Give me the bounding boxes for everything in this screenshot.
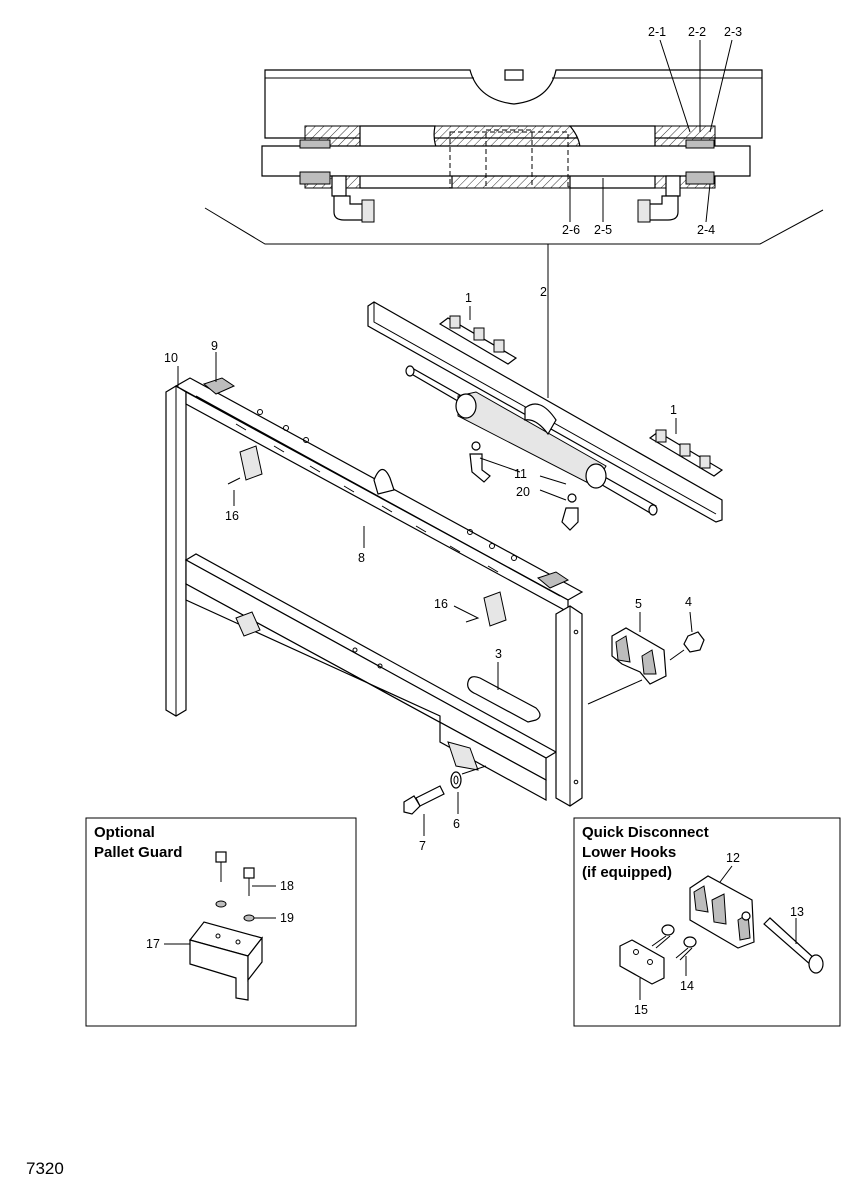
callout-leaders-2-4-2-6 <box>569 178 711 223</box>
callout-4: 4 <box>685 595 692 609</box>
item-7-bolt: 7 <box>403 785 445 853</box>
quick-disconnect-title-line1: Quick Disconnect <box>582 824 709 841</box>
callout-15: 15 <box>634 1003 648 1017</box>
callout-2-3: 2-3 <box>724 25 742 39</box>
callout-11: 11 <box>514 467 527 481</box>
wear-pad-9-right <box>536 571 570 589</box>
callout-13: 13 <box>790 905 804 919</box>
piston-core-hidden <box>485 129 533 189</box>
gland-left-bottom <box>299 171 331 185</box>
rod-end-right <box>648 504 658 516</box>
upper-rail-edge <box>373 302 717 515</box>
fitting-left <box>331 175 375 223</box>
pin-13-head <box>808 954 824 974</box>
callout-2-6: 2-6 <box>562 223 580 237</box>
screw-18-a <box>215 851 227 882</box>
washer-19-b <box>243 914 255 922</box>
side-shift-cylinder-assembly: 11 20 <box>367 301 723 531</box>
item-3-plate: 3 <box>467 647 541 723</box>
callout-14: 14 <box>680 979 694 993</box>
piston-hidden <box>449 131 569 189</box>
callout-16-left: 16 <box>225 509 239 523</box>
upper-bar-notch <box>504 69 524 81</box>
callout-7: 7 <box>419 839 426 853</box>
barrel-end-right <box>585 463 607 489</box>
leader-16-right <box>453 605 480 623</box>
figure-number: 7320 <box>26 1159 64 1178</box>
callout-19: 19 <box>280 911 294 925</box>
callout-8: 8 <box>358 551 365 565</box>
gland-right-top <box>685 139 715 149</box>
plate-15 <box>619 939 665 985</box>
callout-3: 3 <box>495 647 502 661</box>
callout-2-5: 2-5 <box>594 223 612 237</box>
callout-5: 5 <box>635 597 642 611</box>
pallet-guard-frame <box>85 817 357 1027</box>
quick-disconnect-frame <box>573 817 841 1027</box>
frame-bottom-bar-face <box>185 558 547 782</box>
pallet-guard-box: Optional Pallet Guard 18 19 17 <box>85 817 357 1027</box>
gland-left-top <box>299 139 331 149</box>
callout-2-4: 2-4 <box>697 223 715 237</box>
item-6-washer: 6 <box>450 771 462 831</box>
center-clamp <box>524 403 557 436</box>
callout-2-1: 2-1 <box>648 25 666 39</box>
pallet-guard-title-line2: Pallet Guard <box>94 844 182 861</box>
quick-disconnect-title-line3: (if equipped) <box>582 864 672 881</box>
item-5-hook: 5 <box>611 597 667 685</box>
callout-10: 10 <box>164 351 178 365</box>
clamp-1-upper: 1 <box>438 291 518 365</box>
clamp-1-lower: 1 <box>648 403 724 477</box>
callout-6: 6 <box>453 817 460 831</box>
callout-1-upper: 1 <box>465 291 472 305</box>
lower-hook-left <box>235 611 261 637</box>
pin-13 <box>763 917 817 967</box>
callout-2-2: 2-2 <box>688 25 706 39</box>
leader-washer-to-frame <box>461 765 487 775</box>
bracket-right <box>483 591 507 627</box>
callout-18: 18 <box>280 879 294 893</box>
piston-rod <box>261 145 751 177</box>
top-bar-slots <box>235 423 499 573</box>
callout-2: 2 <box>540 285 547 299</box>
screw-18-b <box>243 867 255 896</box>
callout-16-right: 16 <box>434 597 448 611</box>
fitting-11 <box>469 441 491 483</box>
frame-right-post <box>555 605 583 807</box>
pallet-guard-title-line1: Optional <box>94 824 155 841</box>
barrel-end-left <box>455 393 477 419</box>
leader-20 <box>539 489 567 501</box>
quick-disconnect-title-line2: Lower Hooks <box>582 844 676 861</box>
callout-12: 12 <box>726 851 740 865</box>
rod-end-left <box>405 365 415 377</box>
gland-right-bottom <box>685 171 715 185</box>
item-4-nut: 4 <box>683 595 705 653</box>
detail-panel-outline <box>204 207 824 245</box>
leader-16-left <box>227 477 241 506</box>
callout-1-lower: 1 <box>670 403 677 417</box>
leader-hook-to-frame <box>587 649 685 705</box>
washer-19-a <box>215 900 227 908</box>
bolt-14-b <box>675 936 697 961</box>
callout-9: 9 <box>211 339 218 353</box>
leader-11 <box>479 457 567 485</box>
quick-disconnect-box: Quick Disconnect Lower Hooks (if equippe… <box>573 817 841 1027</box>
fitting-right <box>637 175 681 223</box>
bolt-14-a <box>651 924 675 949</box>
fitting-20 <box>561 493 579 531</box>
carriage-frame <box>165 377 584 807</box>
callout-leaders-2-1-2-3 <box>659 39 733 133</box>
callout-17: 17 <box>146 937 160 951</box>
lifting-eye <box>373 468 395 495</box>
guard-plate-side <box>247 936 263 982</box>
bracket-left <box>239 445 263 481</box>
upper-bar <box>264 69 763 139</box>
callout-20: 20 <box>516 485 530 499</box>
cylinder-section-detail: 2-1 2-2 2-3 2-6 2-5 2-4 <box>204 25 824 245</box>
lower-hook-right <box>447 741 479 771</box>
